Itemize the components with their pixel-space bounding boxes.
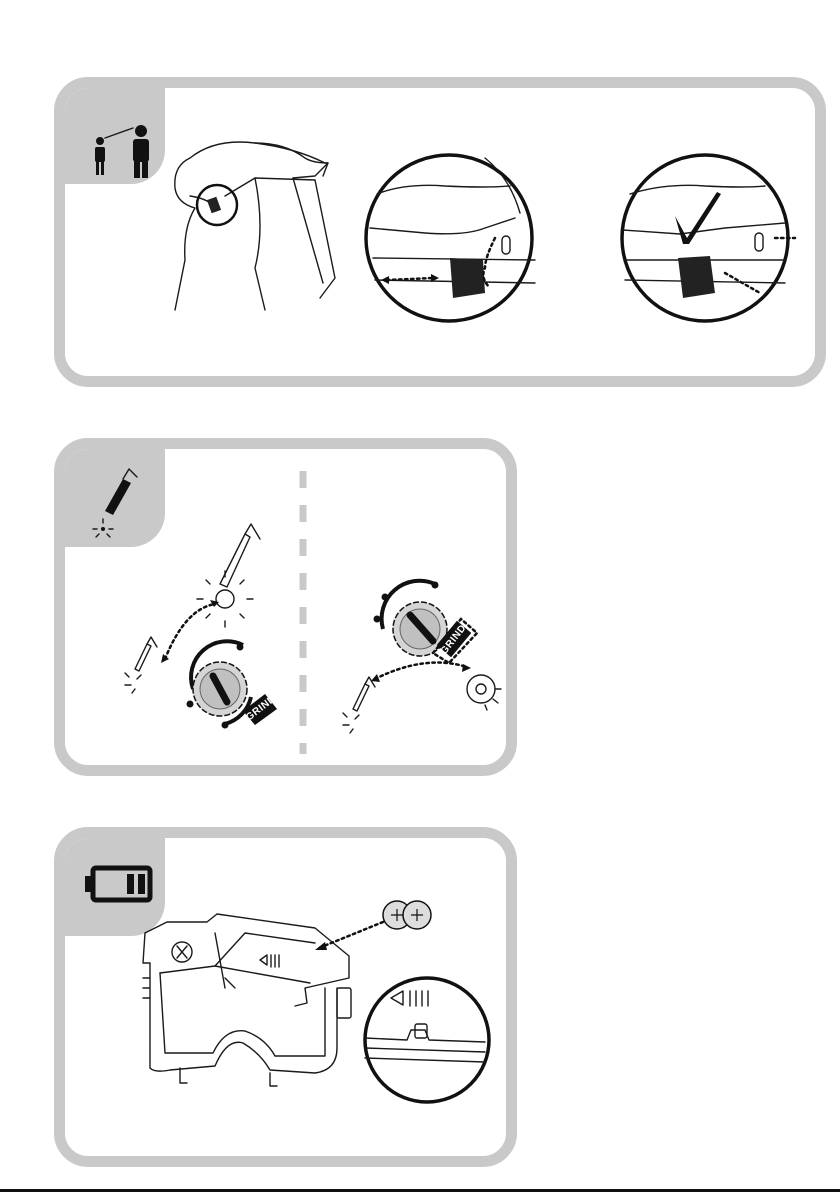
shade-mode-illustration: GRIND GRIND (65, 449, 517, 776)
shade-dial-left[interactable]: GRIND (187, 641, 279, 728)
headband-illustration (65, 88, 826, 387)
persons-icon (95, 125, 149, 178)
head-with-visor-drawing (175, 142, 335, 310)
grinder-disc-icon (467, 675, 501, 710)
battery-illustration (65, 838, 517, 1167)
coin-cell-batteries (383, 901, 431, 929)
filter-cartridge-drawing (143, 914, 351, 1086)
welding-torch-icon (93, 469, 137, 537)
headband-adjust-panel (54, 77, 826, 387)
battery-replace-panel (54, 827, 517, 1167)
torch-small-drawing (125, 637, 157, 693)
battery-icon (85, 868, 150, 900)
shade-mode-panel: GRIND GRIND (54, 438, 517, 776)
torch-large-drawing (197, 524, 260, 627)
battery-latch-circle (365, 978, 489, 1102)
strap-adjust-circle (366, 155, 535, 321)
strap-locked-circle (622, 155, 795, 321)
torch-small-right-drawing (343, 677, 375, 733)
shade-dial-right[interactable]: GRIND (374, 581, 478, 663)
